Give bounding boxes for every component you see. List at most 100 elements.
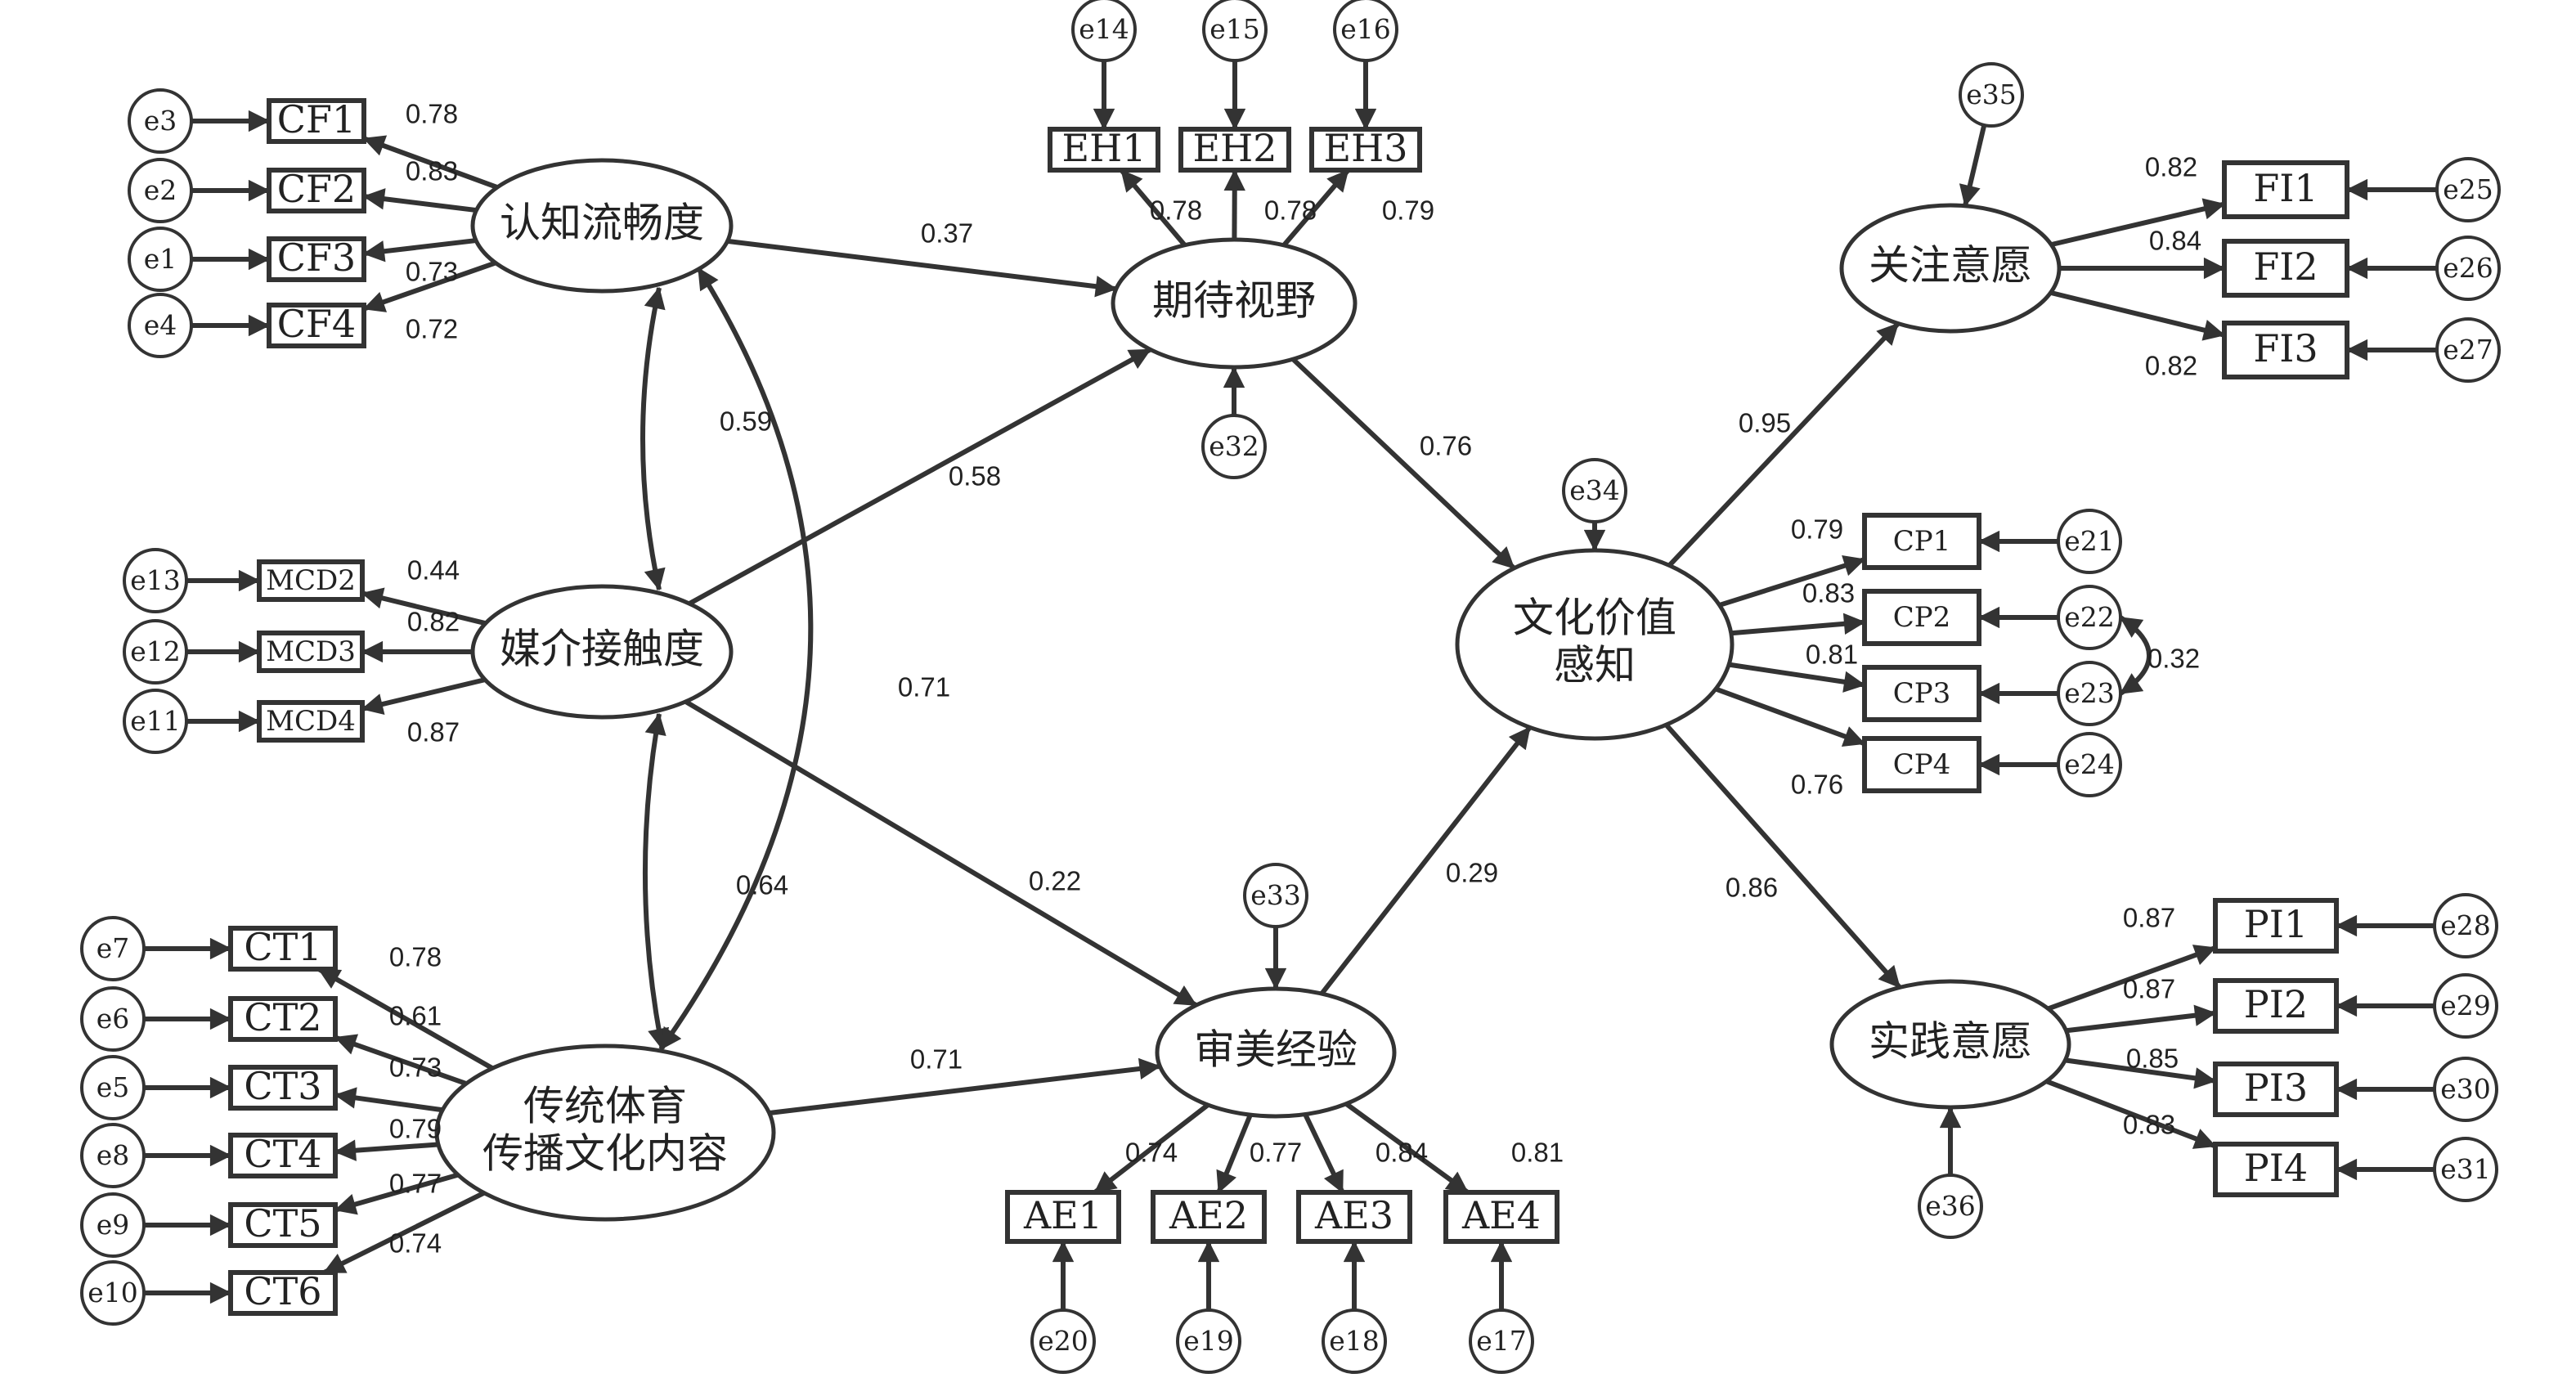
- error-label: e25: [2443, 173, 2493, 205]
- loading-value: 0.79: [389, 1114, 442, 1144]
- observed-node-eh3: EH3: [1309, 126, 1422, 173]
- loading-value: 0.82: [407, 607, 460, 637]
- error-label: e5: [96, 1071, 130, 1103]
- path-arrow-l_cf-l_eh: [727, 238, 1118, 298]
- error-label: e6: [96, 1003, 130, 1035]
- error-label: e28: [2440, 909, 2491, 941]
- observed-label: CT6: [244, 1269, 321, 1313]
- error-node-e24: e24: [2057, 732, 2122, 797]
- error-label: e19: [1183, 1325, 1234, 1357]
- path-coefficient: 0.71: [910, 1044, 963, 1075]
- observed-label: AE1: [1023, 1193, 1102, 1237]
- error-label: e31: [2440, 1153, 2491, 1185]
- path-coefficient: 0.86: [1726, 873, 1778, 903]
- error-node-e14: e14: [1071, 0, 1137, 62]
- observed-node-fi1: FI1: [2222, 160, 2349, 219]
- error-node-e26: e26: [2435, 236, 2501, 301]
- error-node-e13: e13: [123, 548, 188, 613]
- error-node-e11: e11: [123, 689, 188, 754]
- observed-label: CP1: [1893, 525, 1951, 558]
- path-coefficient: 0.22: [1029, 866, 1081, 896]
- loading-arrow-cf1: [362, 135, 499, 190]
- error-node-e18: e18: [1322, 1308, 1387, 1374]
- loading-value: 0.44: [407, 555, 460, 586]
- loading-arrow-pi3: [2064, 1057, 2217, 1089]
- observed-node-cf1: CF1: [267, 97, 366, 144]
- observed-node-ae2: AE2: [1151, 1190, 1267, 1244]
- loading-value: 0.83: [1802, 578, 1855, 608]
- error-node-e9: e9: [80, 1192, 146, 1258]
- error-node-e10: e10: [80, 1260, 146, 1326]
- path-arrow-l_ae-l_cp: [1319, 725, 1533, 995]
- error-label: e29: [2440, 990, 2491, 1021]
- error-label: e15: [1209, 13, 1260, 45]
- observed-label: CP2: [1893, 601, 1951, 634]
- observed-label: PI1: [2244, 902, 2308, 946]
- error-node-e25: e25: [2435, 157, 2501, 222]
- observed-node-cf4: CF4: [267, 302, 366, 348]
- observed-node-eh1: EH1: [1048, 126, 1160, 173]
- loading-arrow-ae1: [1093, 1102, 1210, 1195]
- covariance-value: 0.71: [898, 672, 950, 702]
- error-label: e21: [2064, 525, 2115, 557]
- error-node-e2: e2: [128, 158, 193, 223]
- latent-label: 实践意愿: [1869, 1018, 2032, 1066]
- loading-arrow-ct6: [322, 1190, 486, 1275]
- path-coefficient: 0.58: [949, 461, 1001, 492]
- observed-label: CT2: [244, 995, 321, 1039]
- error-label: e23: [2064, 677, 2115, 709]
- loading-arrow-eh3: [1281, 168, 1350, 247]
- covariance-value: 0.59: [720, 406, 772, 437]
- observed-node-fi2: FI2: [2222, 239, 2349, 298]
- loading-arrow-cp4: [1714, 686, 1866, 747]
- latent-label: 媒介接触度: [500, 626, 704, 673]
- observed-label: FI1: [2253, 166, 2318, 210]
- latent-label: 传统体育: [523, 1083, 687, 1130]
- observed-node-ct2: CT2: [228, 995, 338, 1042]
- loading-value: 0.82: [2145, 152, 2197, 182]
- error-node-e28: e28: [2433, 893, 2498, 958]
- error-node-e30: e30: [2433, 1057, 2498, 1122]
- path-arrow-l_mcd-l_eh: [688, 347, 1152, 606]
- error-node-e3: e3: [128, 88, 193, 154]
- observed-label: EH3: [1324, 126, 1408, 170]
- loading-value: 0.85: [2126, 1044, 2179, 1074]
- observed-node-pi1: PI1: [2213, 898, 2339, 954]
- error-node-e23: e23: [2057, 661, 2122, 726]
- error-label: e16: [1340, 13, 1391, 45]
- path-arrow-l_cp-l_pi: [1664, 723, 1902, 990]
- observed-label: PI4: [2244, 1146, 2308, 1190]
- observed-node-ct4: CT4: [228, 1132, 338, 1178]
- error-label: e4: [144, 309, 177, 341]
- observed-label: PI3: [2244, 1066, 2308, 1110]
- observed-label: CP3: [1893, 677, 1951, 710]
- path-coefficient: 0.76: [1420, 431, 1472, 461]
- edges-layer: [144, 61, 2437, 1310]
- latent-label: 认知流畅度: [500, 200, 704, 247]
- loading-arrow-cp2: [1730, 613, 1866, 636]
- error-node-e35: e35: [1959, 62, 2024, 128]
- observed-node-mcd3: MCD3: [257, 631, 365, 673]
- error-arrow-e35: [1959, 124, 1987, 207]
- path-arrow-l_ct-l_ae: [769, 1057, 1161, 1115]
- loading-value: 0.81: [1806, 640, 1858, 670]
- loading-value: 0.87: [2123, 903, 2175, 933]
- path-arrow-l_cp-l_fi: [1667, 321, 1901, 568]
- observed-node-ae4: AE4: [1443, 1190, 1560, 1244]
- error-label: e12: [130, 635, 181, 667]
- latent-label: 文化价值: [1513, 595, 1676, 642]
- loading-value: 0.87: [2123, 974, 2175, 1004]
- error-label: e13: [130, 564, 181, 596]
- error-label: e20: [1038, 1325, 1088, 1357]
- latent-label: 审美经验: [1194, 1026, 1358, 1074]
- path-coefficient: 0.95: [1739, 408, 1791, 438]
- covariance-value: 0.64: [736, 870, 788, 900]
- observed-label: CT3: [244, 1064, 321, 1108]
- error-node-e20: e20: [1030, 1308, 1096, 1374]
- error-label: e3: [144, 105, 177, 137]
- loading-value: 0.81: [1511, 1138, 1564, 1168]
- error-label: e14: [1079, 13, 1129, 45]
- loading-arrow-ct4: [334, 1139, 439, 1161]
- observed-label: AE4: [1461, 1193, 1541, 1237]
